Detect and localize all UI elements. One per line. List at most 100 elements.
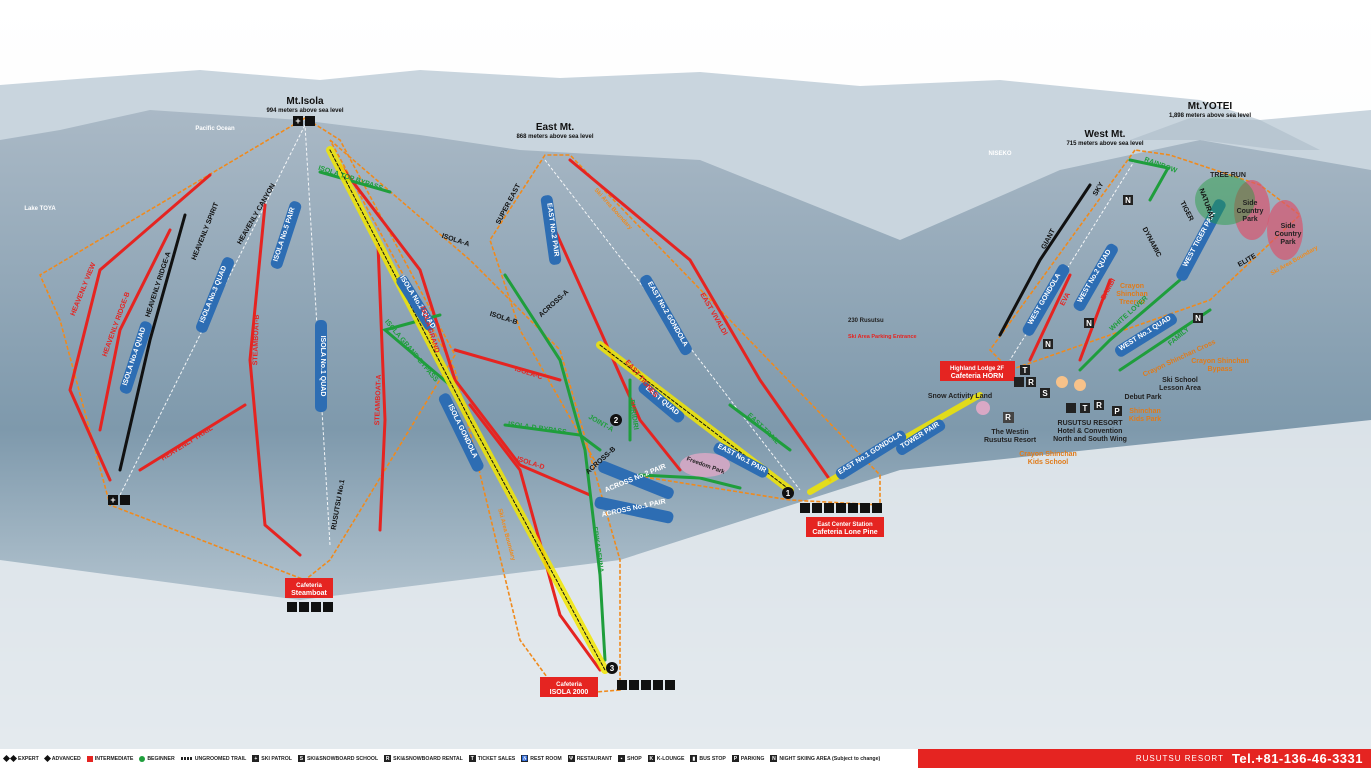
svg-text:+: + — [110, 495, 115, 505]
parking-entrance-label: Ski Area Parking Entrance — [848, 334, 917, 340]
svg-text:+: + — [295, 116, 300, 126]
legend-intermediate: INTERMEDIATE — [86, 755, 133, 762]
trail-east-tignes-line[interactable] — [553, 228, 682, 472]
trail-steamboat-a-line[interactable] — [376, 243, 387, 532]
advanced-diamond-icon — [43, 754, 51, 763]
marker-1: 1 — [782, 487, 794, 499]
svg-text:N: N — [1045, 340, 1051, 349]
svg-text:ISOLA 2000: ISOLA 2000 — [550, 689, 589, 696]
tree-run-area[interactable] — [1195, 175, 1255, 225]
kids-area-2 — [1074, 379, 1086, 391]
contact-bar: RUSUTSU RESORT Tel.+81-136-46-3331 — [918, 749, 1371, 768]
legend-advanced: ADVANCED — [43, 754, 81, 763]
trail-steamboat-b[interactable]: STEAMBOAT-B — [252, 314, 261, 365]
svg-text:Cafeteria HORN: Cafeteria HORN — [951, 373, 1004, 380]
trail-giant-line[interactable] — [998, 183, 1092, 337]
lodge-horn[interactable]: Highland Lodge 2F Cafeteria HORN — [940, 361, 1015, 381]
phone-number[interactable]: Tel.+81-136-46-3331 — [1231, 751, 1363, 766]
poi-crayon-treerun-2: Shinchan — [1116, 291, 1148, 298]
poi-ski-school-2: Lesson Area — [1159, 385, 1201, 392]
poi-shinchan-park-2: Kids Park — [1129, 416, 1161, 423]
west-boundary — [988, 149, 1302, 371]
lodge-lone-pine[interactable]: East Center Station Cafeteria Lone Pine — [800, 503, 884, 537]
trail-steamboat-b-line[interactable] — [248, 203, 302, 557]
legend-restroom: ♿REST ROOM — [521, 755, 562, 762]
svg-text:P: P — [1114, 407, 1120, 416]
peak-east-name: East Mt. — [536, 122, 575, 133]
kids-area-1 — [1056, 376, 1068, 388]
svg-text:N: N — [1125, 196, 1131, 205]
trail-eva-line[interactable] — [1028, 273, 1072, 362]
svg-text:1: 1 — [786, 489, 791, 498]
svg-text:Cafeteria: Cafeteria — [556, 682, 582, 688]
svg-text:Highland Lodge 2F: Highland Lodge 2F — [950, 366, 1004, 372]
marker-3: 3 — [606, 662, 618, 674]
legend-patrol: +SKI PATROL — [252, 755, 292, 762]
poi-side-1c: Park — [1242, 216, 1257, 223]
peak-isola-elevation: 994 meters above sea level — [266, 108, 343, 114]
ski-patrol-icon: + — [252, 755, 260, 762]
poi-side-2b: Country — [1275, 231, 1302, 238]
poi-crayon-treerun-1: Crayon — [1120, 283, 1144, 290]
peak-yotei-name: Mt.YOTEI — [1188, 101, 1233, 112]
poi-resort-2: Hotel & Convention — [1058, 428, 1123, 435]
trail-east-vivaldi-line[interactable] — [568, 158, 832, 482]
trail-rainbow-line[interactable] — [1128, 158, 1171, 202]
poi-resort-1: RUSUTSU RESORT — [1058, 420, 1124, 427]
trail-heavenly-trail-line[interactable] — [138, 403, 247, 472]
trail-furidiri[interactable]: FURIDIRI — [628, 399, 639, 430]
legend-shop: ▪SHOP — [618, 755, 642, 762]
trail-steamboat-a[interactable]: STEAMBOAT-A — [374, 374, 383, 425]
poi-crayon-school-1: Crayon Shinchan — [1019, 451, 1077, 458]
trail-east-trail-line[interactable] — [728, 403, 792, 452]
ungroomed-trail-icon — [180, 757, 193, 760]
trail-family-line[interactable] — [1118, 308, 1212, 372]
svg-text:East Center Station: East Center Station — [817, 522, 873, 528]
resort-amenities: T R S R T R P — [1003, 365, 1122, 423]
poi-westin-2: Rusutsu Resort — [984, 437, 1037, 444]
beginner-circle-icon — [139, 755, 146, 762]
trail-isola-grand-line[interactable] — [338, 163, 592, 497]
ski-school-icon: S — [297, 755, 305, 762]
peak-east-elevation: 868 meters above sea level — [516, 134, 593, 140]
svg-text:T: T — [1023, 366, 1028, 375]
trail-frikadenna-line[interactable] — [503, 273, 607, 662]
brand-name: RUSUTSU RESORT — [1135, 754, 1224, 763]
side-country-park-2[interactable] — [1267, 200, 1303, 260]
trail-isola-c-line[interactable] — [453, 348, 562, 382]
peak-west-name: West Mt. — [1085, 129, 1126, 140]
parking-icon: P — [731, 755, 739, 762]
lower-snowfield — [0, 420, 1371, 749]
trail-white-lover-line[interactable] — [1078, 278, 1182, 372]
legend-expert: EXPERT — [2, 754, 39, 763]
east-boundary — [489, 154, 881, 506]
snow-activity-area[interactable] — [976, 401, 990, 415]
trail-isola-top-bypass-line[interactable] — [318, 170, 392, 194]
poi-westin-1: The Westin — [991, 429, 1028, 436]
side-country-park-1[interactable] — [1234, 180, 1270, 240]
lodge-steamboat[interactable]: Cafeteria Steamboat — [285, 578, 333, 612]
lift-isola-no1-quad[interactable]: ISOLA No.1 QUAD — [319, 336, 326, 397]
svg-text:R: R — [1005, 413, 1011, 422]
poi-snow-activity: Snow Activity Land — [928, 393, 992, 400]
poi-shinchan-park-1: Shinchan — [1129, 408, 1161, 415]
lodge-isola2000[interactable]: Cafeteria ISOLA 2000 — [540, 677, 675, 697]
peak-yotei-elevation: 1,898 meters above sea level — [1169, 113, 1251, 119]
map-legend: EXPERT ADVANCED INTERMEDIATE BEGINNER UN… — [0, 749, 918, 768]
trail-isola-d-bypass-line[interactable] — [503, 423, 602, 452]
trail-heavenly-ridge-b-line[interactable] — [98, 228, 172, 432]
svg-text:R: R — [1096, 401, 1102, 410]
trail-heavenly-ridge-a-line[interactable] — [118, 213, 187, 472]
poi-crayon-bypass-2: Bypass — [1208, 366, 1233, 373]
freedom-park-area[interactable] — [680, 453, 730, 477]
trail-bambi-line[interactable] — [1078, 278, 1112, 362]
heavenly-base-amenities: + — [108, 495, 130, 505]
shop-icon: ▪ — [618, 755, 626, 762]
svg-text:Cafeteria: Cafeteria — [296, 583, 322, 589]
trail-heavenly-view-line[interactable] — [68, 173, 212, 482]
poi-tree-run: TREE RUN — [1210, 172, 1246, 179]
restaurant-icon: Ψ — [567, 755, 575, 762]
